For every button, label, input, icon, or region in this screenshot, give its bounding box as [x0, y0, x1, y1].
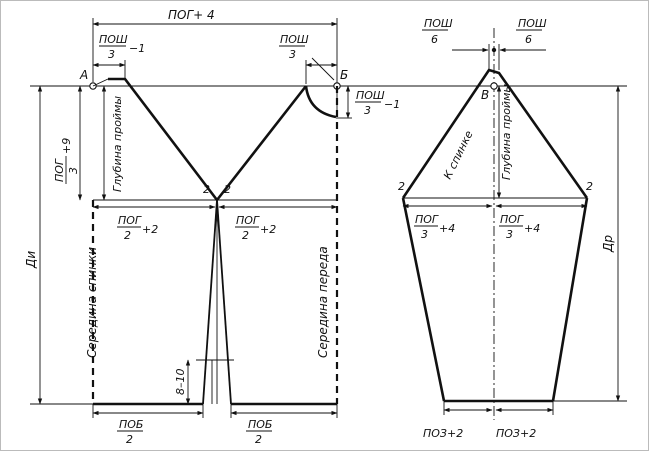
chest-third-den: 3 [67, 167, 80, 174]
front-armhole-line [215, 85, 308, 201]
sleeve-width-right-num: ПОГ [500, 213, 524, 226]
di-label: Ди [24, 251, 38, 269]
bodice-pattern: ПОГ+ 4 А Б ПОШ 3 −1 ПОШ 3 ПОШ 3 −1 [24, 8, 400, 446]
underarm-left-label: 2 [398, 180, 405, 193]
back-neck-curve [92, 78, 109, 87]
sleeve-shoulder-right-den: 6 [525, 33, 532, 46]
hem-left-den: 2 [126, 433, 133, 446]
to-back-label: К спинке [441, 128, 476, 181]
neck-left-suffix: −1 [129, 42, 145, 55]
neck-depth-num: ПОШ [356, 89, 385, 102]
point-b-label: Б [340, 68, 348, 82]
half-chest-left-suffix: +2 [142, 223, 158, 236]
center-front-label: Середина переда [316, 246, 330, 358]
half-chest-left-num: ПОГ [118, 214, 142, 227]
neck-right-num: ПОШ [280, 33, 309, 46]
sleeve-cap [401, 68, 589, 199]
dr-label: Др [601, 235, 615, 253]
sleeve-width-left-num: ПОГ [415, 213, 439, 226]
sleeve-shoulder-left-den: 6 [431, 33, 438, 46]
half-chest-left-den: 2 [124, 229, 131, 242]
back-armhole-line [108, 77, 219, 201]
neck-right-den: 3 [289, 48, 296, 61]
neck-depth-suffix: −1 [384, 98, 400, 111]
armhole-pt-right: 2 [224, 183, 231, 196]
sleeve-width-right-suffix: +4 [524, 222, 540, 235]
sleeve-shoulder-right-num: ПОШ [518, 17, 547, 30]
hem-right-den: 2 [255, 433, 262, 446]
sleeve-width-left-suffix: +4 [439, 222, 455, 235]
point-a-label: А [79, 68, 88, 82]
front-neck-curve [304, 85, 337, 119]
center-back-label: Середина спинки [85, 247, 99, 358]
hem-right-num: ПОБ [248, 418, 272, 431]
sleeve-width-left-den: 3 [421, 228, 428, 241]
side-seam-front [216, 199, 232, 405]
neck-leader [311, 57, 335, 81]
chest-third-formula: ПОГ 3 +9 [53, 138, 80, 184]
point-v-label: В [481, 88, 489, 102]
sleeve-armhole-label: Глубина проймы [500, 84, 513, 180]
sleeve-side-right [551, 197, 589, 402]
half-chest-right-den: 2 [242, 229, 249, 242]
neck-left-den: 3 [108, 48, 115, 61]
top-width-label: ПОГ+ 4 [168, 8, 215, 22]
neck-left-num: ПОШ [99, 33, 128, 46]
armhole-pt-left: 2 [203, 183, 210, 196]
chest-third-suffix: +9 [60, 138, 73, 154]
sleeve-shoulder-left-num: ПОШ [424, 17, 453, 30]
chest-third-num: ПОГ [53, 158, 66, 182]
underarm-right-label: 2 [586, 180, 593, 193]
armhole-depth-label: Глубина проймы [111, 96, 124, 192]
neck-depth-den: 3 [364, 104, 371, 117]
hem-left-num: ПОБ [119, 418, 143, 431]
sleeve-pattern: ПОШ 6 ПОШ 6 В К спинке Глубина проймы 2 … [360, 17, 627, 440]
sleeve-side-left [401, 197, 446, 402]
sleeve-bottom-right-label: ПОЗ+2 [496, 427, 536, 440]
slit-label: 8–10 [174, 369, 187, 396]
half-chest-right-num: ПОГ [236, 214, 260, 227]
sleeve-bottom-left-label: ПОЗ+2 [423, 427, 463, 440]
sleeve-width-right-den: 3 [506, 228, 513, 241]
point-v-marker [490, 82, 498, 90]
side-seam-back [202, 199, 218, 405]
half-chest-right-suffix: +2 [260, 223, 276, 236]
